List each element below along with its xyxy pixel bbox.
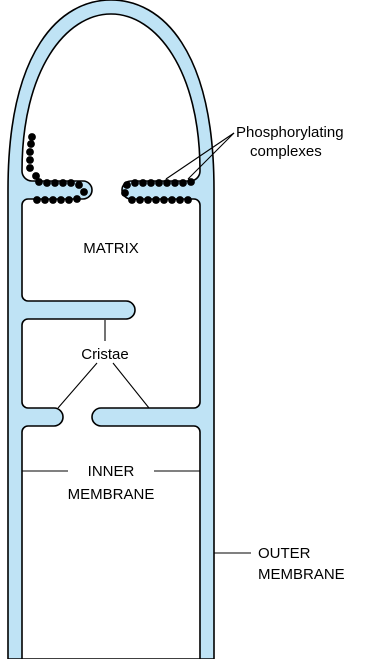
cristae-label: Cristae: [81, 346, 129, 363]
inner-membrane-label: INNER: [88, 463, 135, 480]
particle-dot: [49, 196, 57, 204]
particle-dot: [147, 179, 155, 187]
outer-membrane-label: MEMBRANE: [258, 566, 345, 583]
phosphorylating-label: complexes: [250, 143, 322, 160]
particle-dot: [67, 179, 75, 187]
particle-dot: [123, 181, 131, 189]
particle-dot: [28, 133, 36, 141]
phosphorylating-label: Phosphorylating: [236, 124, 344, 141]
particle-dot: [184, 196, 192, 204]
particle-dot: [152, 196, 160, 204]
particle-dot: [75, 181, 83, 189]
particle-dot: [80, 188, 88, 196]
phosphorylating-complexes: [26, 133, 195, 204]
particle-dot: [41, 196, 49, 204]
particle-dot: [73, 195, 81, 203]
outer-membrane-label: OUTER: [258, 545, 311, 562]
particle-dot: [57, 196, 65, 204]
particle-dot: [121, 189, 129, 197]
particle-dot: [131, 179, 139, 187]
particle-dot: [27, 140, 35, 148]
particle-dot: [136, 196, 144, 204]
particle-dot: [59, 179, 67, 187]
particle-dot: [144, 196, 152, 204]
particle-dot: [187, 178, 195, 186]
particle-dot: [163, 179, 171, 187]
particle-dot: [65, 196, 73, 204]
particle-dot: [171, 179, 179, 187]
inner-membrane: [21, 13, 201, 659]
phosphorylating-pointer-line: [165, 132, 235, 180]
particle-dot: [26, 156, 34, 164]
particle-dot: [179, 179, 187, 187]
particle-dot: [139, 179, 147, 187]
particle-dot: [32, 172, 40, 180]
particle-dot: [43, 179, 51, 187]
particle-dot: [155, 179, 163, 187]
phosphorylating-pointer-line: [187, 132, 235, 180]
particle-dot: [160, 196, 168, 204]
particle-dot: [26, 148, 34, 156]
particle-dot: [128, 196, 136, 204]
particle-dot: [176, 196, 184, 204]
inner-membrane-label: MEMBRANE: [68, 486, 155, 503]
particle-dot: [35, 178, 43, 186]
particle-dot: [168, 196, 176, 204]
matrix-label: MATRIX: [83, 240, 139, 257]
cristae-pointer-line: [112, 362, 150, 409]
particle-dot: [33, 196, 41, 204]
particle-dot: [51, 179, 59, 187]
cristae-pointer-line: [57, 362, 98, 409]
particle-dot: [26, 164, 34, 172]
